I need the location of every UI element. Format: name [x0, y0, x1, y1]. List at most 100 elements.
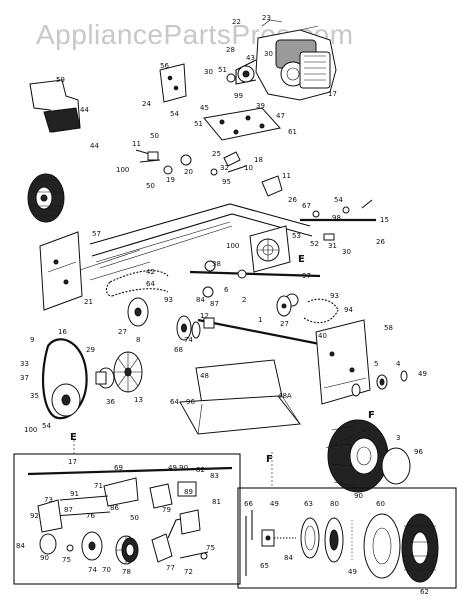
- part-number: 92: [30, 512, 39, 520]
- part-number: 62: [420, 588, 429, 596]
- section-label-f-callout: F: [368, 410, 375, 421]
- part-number: 40: [318, 332, 327, 340]
- part-number: 33: [20, 360, 29, 368]
- part-number: 28: [226, 46, 235, 54]
- part-number: 84: [284, 554, 293, 562]
- engine-assembly: [226, 19, 337, 101]
- part-number: 80: [330, 500, 339, 508]
- part-number: 71: [94, 482, 103, 490]
- part-number: 73: [44, 496, 53, 504]
- part-number: 50: [146, 182, 155, 190]
- section-label-e-callout: E: [298, 254, 305, 265]
- part-number: 97: [302, 272, 311, 280]
- part-number: 100: [24, 426, 37, 434]
- part-number: 49: [270, 500, 279, 508]
- part-number: 51: [218, 66, 227, 74]
- part-number: 96: [414, 448, 423, 456]
- part-number: 84: [16, 542, 25, 550]
- part-number: 39: [256, 102, 265, 110]
- part-number: 50: [150, 132, 159, 140]
- part-number: 31: [328, 242, 337, 250]
- part-number: 15: [380, 216, 389, 224]
- part-number: 99: [234, 92, 243, 100]
- part-number: 48A: [278, 392, 292, 400]
- part-number: 86: [110, 504, 119, 512]
- part-number: 96: [186, 398, 195, 406]
- part-number: 50: [130, 514, 139, 522]
- part-number: 91: [70, 490, 79, 498]
- part-number: 56: [160, 62, 169, 70]
- part-number: 49: [348, 568, 357, 576]
- section-label-e-inset: E: [70, 432, 77, 443]
- part-number: 11: [132, 140, 141, 148]
- part-number: 47: [276, 112, 285, 120]
- part-number: 74: [184, 336, 193, 344]
- part-number: 100: [226, 242, 239, 250]
- part-number: 63: [304, 500, 313, 508]
- part-number: 44: [80, 106, 89, 114]
- part-number: 98: [332, 214, 341, 222]
- part-number: 81: [212, 498, 221, 506]
- right-wheel: [327, 419, 389, 493]
- part-number: 79: [162, 506, 171, 514]
- part-number: 19: [166, 176, 175, 184]
- part-number: 11: [282, 172, 291, 180]
- part-number: 25: [212, 150, 221, 158]
- part-number: 64: [170, 398, 179, 406]
- part-number: 13: [134, 396, 143, 404]
- part-number: 77: [166, 564, 175, 572]
- small-pulley: [95, 367, 115, 389]
- part-number: 87: [64, 506, 73, 514]
- part-number: 53: [292, 232, 301, 240]
- part-number: 65: [260, 562, 269, 570]
- part-number: 75: [206, 544, 215, 552]
- part-number: 51: [194, 120, 203, 128]
- part-number: 94: [344, 306, 353, 314]
- part-number: 58: [384, 324, 393, 332]
- left-side-panel: [39, 231, 83, 311]
- part-number: 72: [184, 568, 193, 576]
- part-number: 4: [396, 360, 401, 368]
- upper-right-shaft: [300, 199, 376, 241]
- part-number: 74: [88, 566, 97, 574]
- part-number: 61: [288, 128, 297, 136]
- part-number: 54: [334, 196, 343, 204]
- part-number: 30: [342, 248, 351, 256]
- part-number: 68: [174, 346, 183, 354]
- part-number: 8: [136, 336, 140, 344]
- detail-f-leader: [325, 427, 371, 449]
- part-number: 75: [62, 556, 71, 564]
- part-number: 30: [204, 68, 213, 76]
- drive-chain-right: [303, 298, 339, 324]
- drive-chain-left: [105, 270, 169, 297]
- scraper-plate: [179, 359, 301, 435]
- part-number: 24: [142, 100, 151, 108]
- part-number: 23: [262, 14, 271, 22]
- engine-mount-plate: [203, 107, 281, 141]
- right-side-panel: [315, 319, 371, 405]
- part-number: 6: [224, 286, 229, 294]
- part-number: 100: [116, 166, 129, 174]
- part-number: 18: [254, 156, 263, 164]
- main-axle: [176, 315, 341, 350]
- control-linkage-parts: [135, 149, 283, 197]
- part-number: 49: [418, 370, 427, 378]
- chute-housing: [29, 79, 81, 133]
- wheel-washers: [351, 370, 408, 397]
- part-number: 93: [330, 292, 339, 300]
- part-number: 83: [210, 472, 219, 480]
- part-number: 82: [196, 466, 205, 474]
- part-number: 59: [56, 76, 65, 84]
- detail-f-inset: [237, 452, 457, 589]
- part-number: 54: [170, 110, 179, 118]
- part-number: 21: [84, 298, 93, 306]
- part-number: 29: [86, 346, 95, 354]
- part-number: 90: [40, 554, 49, 562]
- section-label-f-inset: F: [266, 454, 273, 465]
- part-number: 30: [264, 50, 273, 58]
- part-number: 1: [258, 316, 262, 324]
- part-number: 10: [244, 164, 253, 172]
- part-number: 3: [396, 434, 400, 442]
- hubcap: [381, 447, 411, 485]
- part-number: 16: [58, 328, 67, 336]
